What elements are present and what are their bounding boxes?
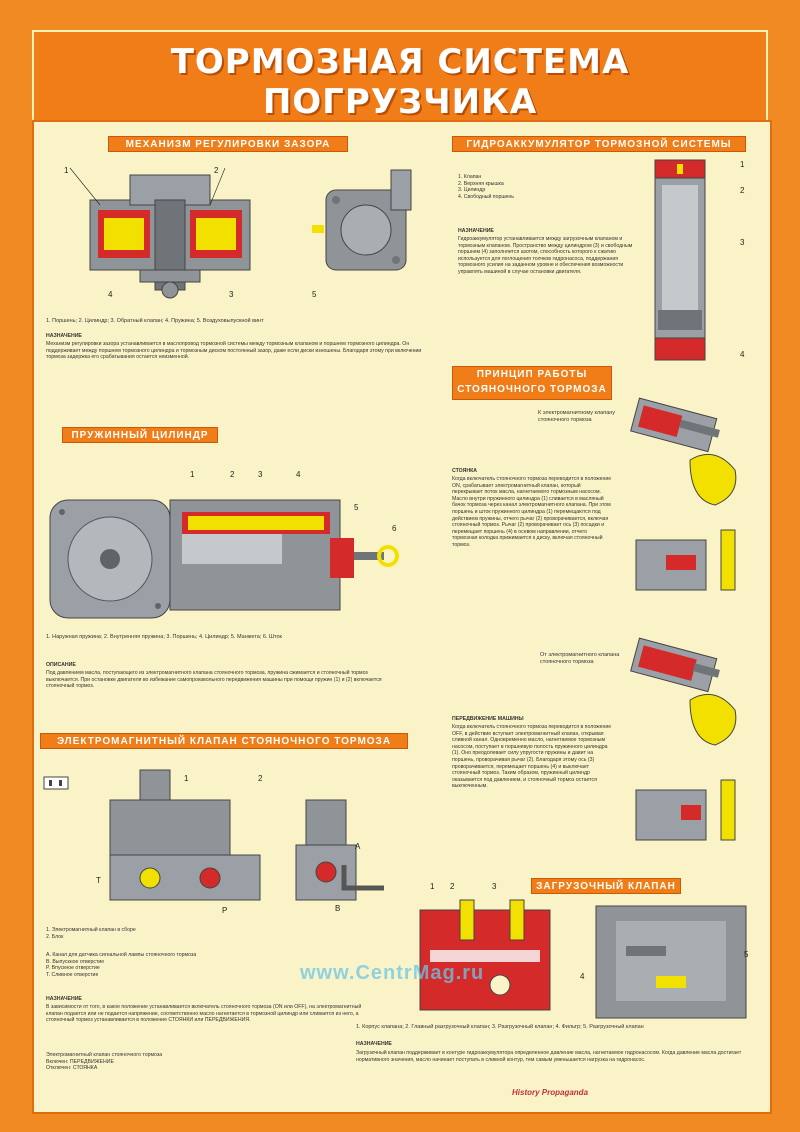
accumulator-legend: 1. Клапан 2. Верхняя крышка 3. Цилиндр 4… — [458, 174, 578, 200]
solenoid-extra: Электромагнитный клапан стояночного торм… — [46, 1052, 366, 1072]
parking-header: ПРИНЦИП РАБОТЫ СТОЯНОЧНОГО ТОРМОЗА — [452, 366, 612, 400]
spring-desc-title: ОПИСАНИЕ — [46, 662, 76, 668]
accumulator-label-4: 4 — [740, 350, 745, 359]
spring-label-2: 2 — [230, 470, 235, 479]
spring-cylinder-section — [169, 499, 399, 611]
parking-stop-diagram-top — [630, 397, 737, 506]
accumulator-diagram — [654, 159, 706, 361]
gap-label-4: 4 — [108, 290, 113, 299]
solenoid-extra-1: Электромагнитный клапан стояночного торм… — [46, 1052, 163, 1058]
solenoid-port-t: T — [96, 876, 101, 885]
gap-label-2: 2 — [214, 166, 219, 175]
spring-label-1: 1 — [190, 470, 195, 479]
parking-stop-title: СТОЯНКА — [452, 468, 478, 474]
spring-label-5: 5 — [354, 503, 359, 512]
accumulator-legend-2: 2. Верхняя крышка — [458, 180, 504, 187]
parking-note-1: К электромагнитному клапану стояночного … — [538, 410, 616, 423]
spring-caption: 1. Наружная пружина; 2. Внутренняя пружи… — [46, 634, 282, 640]
accumulator-label-3: 3 — [740, 238, 745, 247]
solenoid-legend-2: 2. Блок — [46, 933, 64, 940]
spring-label-4: 4 — [296, 470, 301, 479]
loading-valve-external — [595, 905, 747, 1019]
loading-label-3: 3 — [492, 882, 497, 891]
loading-purpose-text: Загрузочный клапан поддерживает в контур… — [356, 1050, 742, 1063]
solenoid-extra-3: Отключен: СТОЯНКА — [46, 1065, 98, 1072]
solenoid-valve-side — [295, 799, 384, 901]
solenoid-legend-1: 1. Электромагнитный клапан в сборе — [46, 927, 136, 933]
accumulator-legend-1: 1. Клапан — [458, 174, 482, 180]
loading-caption: 1. Корпус клапана; 2. Главный разгрузочн… — [356, 1024, 644, 1030]
spring-header: ПРУЖИННЫЙ ЦИЛИНДР — [62, 427, 218, 443]
solenoid-label-1: 1 — [184, 774, 189, 783]
parking-move-diagram-top — [630, 637, 737, 746]
parking-stop-diagram-bottom — [635, 529, 736, 591]
accumulator-label-2: 2 — [740, 186, 745, 195]
gap-purpose-text: Механизм регулировки зазора устанавливае… — [46, 341, 422, 361]
gap-header: МЕХАНИЗМ РЕГУЛИРОВКИ ЗАЗОРА — [108, 136, 348, 152]
spring-cylinder-end-view — [49, 499, 171, 619]
spring-label-3: 3 — [258, 470, 263, 479]
solenoid-valve-front — [109, 769, 261, 901]
solenoid-port-desc-t: T. Сливное отверстие — [46, 971, 99, 978]
title-band: ТОРМОЗНАЯ СИСТЕМА ПОГРУЗЧИКА — [32, 30, 768, 122]
accumulator-purpose-title: НАЗНАЧЕНИЕ — [458, 228, 494, 234]
gap-mechanism-diagram — [69, 167, 251, 299]
loading-label-1: 1 — [430, 882, 435, 891]
title-line-1: ТОРМОЗНАЯ СИСТЕМА — [170, 42, 630, 82]
solenoid-port-desc-a: A. Канал для датчика сигнальной лампы ст… — [46, 952, 197, 958]
loading-label-5: 5 — [744, 950, 749, 959]
connector-icon — [43, 776, 69, 790]
publisher-logo: History Propaganda — [512, 1088, 589, 1097]
accumulator-purpose-text: Гидроаккумулятор устанавливается между з… — [458, 236, 633, 275]
gap-label-1: 1 — [64, 166, 69, 175]
parking-header-line-1: ПРИНЦИП РАБОТЫ — [476, 369, 588, 380]
solenoid-port-desc-p: P. Впускное отверстие — [46, 965, 100, 972]
parking-move-text: Когда включатель стояночного тормоза пер… — [452, 724, 612, 790]
solenoid-port-p: P — [222, 906, 228, 915]
watermark: www.CentrMag.ru — [300, 962, 485, 984]
parking-move-diagram-bottom — [635, 779, 736, 841]
solenoid-ports: A. Канал для датчика сигнальной лампы ст… — [46, 952, 346, 978]
spring-desc-text: Под давлением масла, поступающего из эле… — [46, 670, 382, 690]
loading-valve-section — [419, 899, 551, 1011]
parking-header-line-2: СТОЯНОЧНОГО ТОРМОЗА — [457, 384, 607, 395]
gap-purpose-title: НАЗНАЧЕНИЕ — [46, 333, 82, 339]
parking-stop-text: Когда включатель стояночного тормоза пер… — [452, 476, 612, 548]
solenoid-port-desc-b: B. Выпускное отверстие — [46, 958, 105, 965]
parking-move-title: ПЕРЕДВИЖЕНИЕ МАШИНЫ — [452, 716, 524, 722]
solenoid-header: ЭЛЕКТРОМАГНИТНЫЙ КЛАПАН СТОЯНОЧНОГО ТОРМ… — [40, 733, 408, 749]
title-line-2: ПОГРУЗЧИКА — [262, 82, 538, 122]
solenoid-port-a: A — [355, 842, 361, 851]
solenoid-purpose-text: В зависимости от того, в какое положение… — [46, 1004, 362, 1024]
gap-label-5: 5 — [312, 290, 317, 299]
accumulator-label-1: 1 — [740, 160, 745, 169]
gap-label-3: 3 — [229, 290, 234, 299]
gap-caption: 1. Поршень; 2. Цилиндр; 3. Обратный клап… — [46, 318, 264, 324]
gap-mechanism-side-view — [312, 169, 412, 271]
solenoid-extra-2: Включен: ПЕРЕДВИЖЕНИЕ — [46, 1058, 114, 1065]
loading-purpose-title: НАЗНАЧЕНИЕ — [356, 1041, 392, 1047]
parking-note-2: От электромагнитного клапана стояночного… — [540, 652, 620, 665]
solenoid-purpose-title: НАЗНАЧЕНИЕ — [46, 996, 82, 1002]
solenoid-legend: 1. Электромагнитный клапан в сборе 2. Бл… — [46, 927, 346, 940]
solenoid-port-b: B — [335, 904, 341, 913]
spring-label-6: 6 — [392, 524, 397, 533]
loading-label-4: 4 — [580, 972, 585, 981]
solenoid-label-2: 2 — [258, 774, 263, 783]
loading-label-2: 2 — [450, 882, 455, 891]
loading-header: ЗАГРУЗОЧНЫЙ КЛАПАН — [531, 878, 681, 894]
accumulator-header: ГИДРОАККУМУЛЯТОР ТОРМОЗНОЙ СИСТЕМЫ — [452, 136, 746, 152]
accumulator-legend-3: 3. Цилиндр — [458, 187, 486, 194]
accumulator-legend-4: 4. Свободный поршень — [458, 193, 514, 200]
